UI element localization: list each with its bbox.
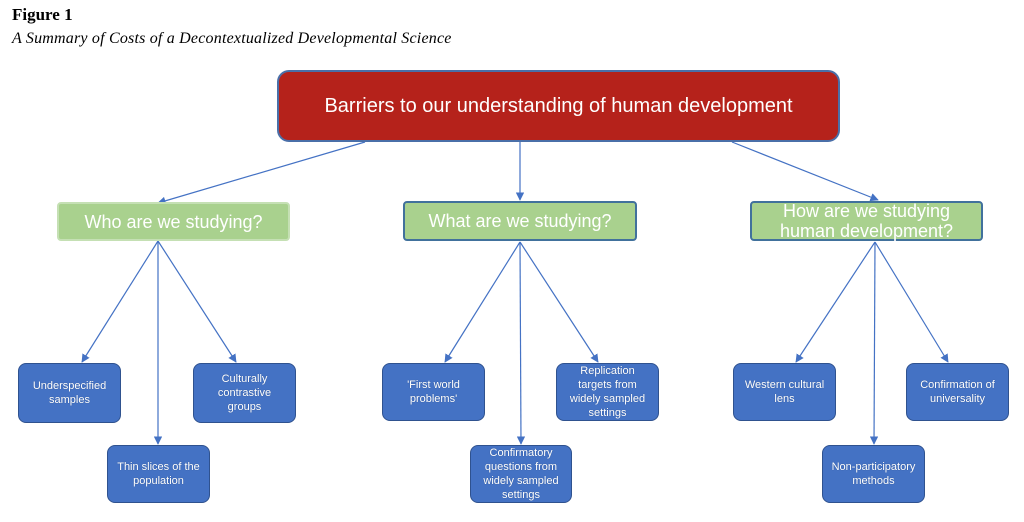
root-node: Barriers to our understanding of human d… — [277, 70, 840, 142]
branch-how-node: How are we studying human development? — [750, 201, 983, 241]
leaf-thin-slices: Thin slices of the population — [107, 445, 210, 503]
leaf-non-participatory-methods: Non-participatory methods — [822, 445, 925, 503]
leaf-underspecified-samples: Underspecified samples — [18, 363, 121, 423]
connector-what-to-confirmatory — [516, 241, 526, 445]
leaf-replication-targets: Replication targets from widely sampled … — [556, 363, 659, 421]
connector-who-to-contrastive — [157, 240, 237, 363]
leaf-first-world-problems: 'First world problems' — [382, 363, 485, 421]
branch-who-node: Who are we studying? — [57, 202, 290, 241]
figure-caption: A Summary of Costs of a Decontextualized… — [12, 30, 452, 47]
leaf-confirmatory-questions: Confirmatory questions from widely sampl… — [470, 445, 572, 503]
leaf-confirmation-of-universality: Confirmation of universality — [906, 363, 1009, 421]
connector-root-to-how — [731, 141, 879, 202]
connector-how-to-western — [795, 241, 876, 363]
connector-how-to-non-participatory — [869, 241, 879, 445]
connector-how-to-universality — [874, 241, 949, 363]
connector-what-to-replication — [519, 241, 599, 363]
leaf-culturally-contrastive: Culturally contrastive groups — [193, 363, 296, 423]
leaf-western-cultural-lens: Western cultural lens — [733, 363, 836, 421]
connector-what-to-first-world — [444, 241, 521, 363]
figure-label: Figure 1 — [12, 5, 73, 24]
branch-what-node: What are we studying? — [403, 201, 637, 241]
connector-who-to-underspecified — [81, 240, 159, 363]
connector-root-to-who — [157, 141, 366, 205]
